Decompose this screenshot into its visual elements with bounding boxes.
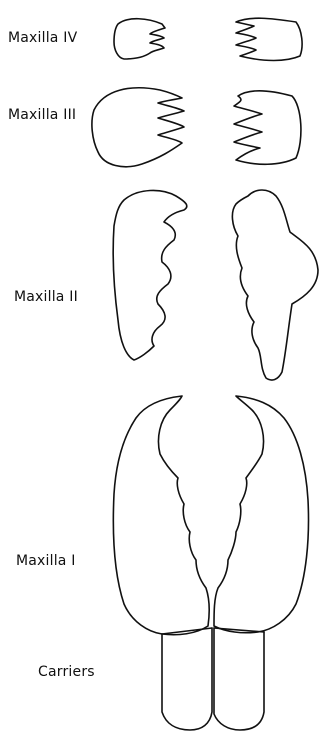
maxilla-i-left bbox=[113, 396, 209, 635]
maxilla-iv-right bbox=[236, 18, 302, 60]
maxilla-iv-left bbox=[114, 19, 165, 59]
maxilla-i-right bbox=[214, 396, 309, 633]
maxilla-ii-left bbox=[113, 190, 187, 360]
maxilla-iii-left bbox=[92, 88, 184, 167]
carrier-divider-right bbox=[214, 628, 264, 632]
maxilla-ii-right bbox=[232, 190, 318, 380]
carrier-left bbox=[162, 628, 212, 730]
maxilla-iii-right bbox=[234, 91, 301, 165]
carrier-right bbox=[214, 628, 264, 730]
